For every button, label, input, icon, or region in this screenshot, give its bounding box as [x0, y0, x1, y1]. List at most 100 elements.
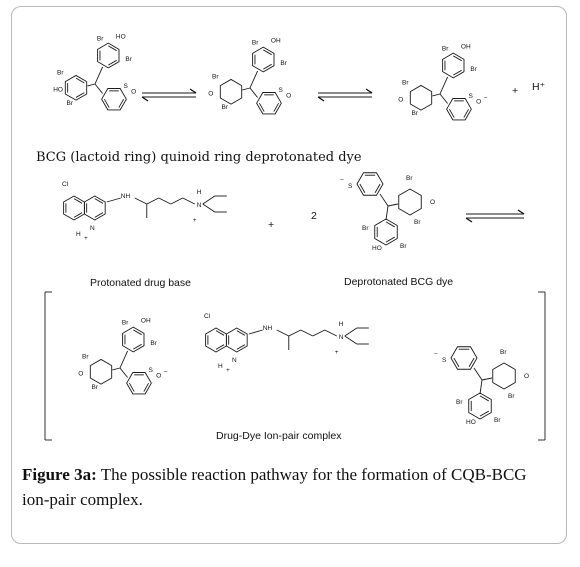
- atom-n: N: [197, 202, 202, 209]
- deprotonated-bcg-dye-ring-phenol-double-bond: [385, 236, 396, 243]
- atom-ho: HO: [53, 87, 63, 94]
- atom-s: S: [348, 183, 353, 190]
- complex-dye-left-ring-right-double-bond: [143, 382, 150, 392]
- dye-deprotonated-form-ring-top-double-bond: [453, 69, 462, 76]
- deprotonated-bcg-dye-ring-sulfonate: [356, 172, 384, 196]
- atom-s: S: [149, 367, 154, 374]
- dye-deprotonated-form-bond-c1: [439, 76, 449, 95]
- deprotonated-bcg-dye-bond-c1: [379, 193, 389, 207]
- dye-lactone-form-bond-c1: [94, 66, 104, 85]
- dye-deprotonated-form-ring-right-double-bond: [448, 108, 455, 118]
- complex-drug-bond-nh: [248, 329, 263, 335]
- atom-br: Br: [57, 70, 64, 77]
- protonated-drug-base-chain-1: [146, 197, 159, 205]
- protonated-drug-base-ring-benzo-double-bond: [73, 212, 83, 218]
- atom-br: Br: [67, 100, 74, 107]
- atom-br: Br: [494, 417, 501, 424]
- atom-minus: −: [164, 369, 168, 376]
- atom-ho: HO: [116, 33, 126, 40]
- atom-br: Br: [508, 393, 515, 400]
- atom-br: Br: [406, 175, 413, 182]
- atom-o: O: [524, 373, 529, 380]
- complex-dye-left-ring-right-double-bond: [128, 382, 135, 392]
- atom-o: O: [78, 371, 83, 378]
- equilibrium-arrow-2-reverse-head: [317, 96, 325, 102]
- atom-s: S: [442, 357, 447, 364]
- dye-quinoid-form-bond-c3: [249, 87, 258, 98]
- atom-plus: +: [84, 235, 88, 242]
- complex-drug-ring-pyridine-double-bond: [236, 330, 246, 336]
- atom-br: Br: [500, 349, 507, 356]
- atom-br: Br: [412, 110, 419, 117]
- atom-plus: +: [193, 217, 197, 224]
- atom-br: Br: [97, 35, 104, 42]
- complex-drug-chain-4: [324, 329, 337, 337]
- atom-oh: OH: [461, 43, 471, 50]
- protonated-drug-base-ring-pyridine-double-bond: [94, 212, 104, 218]
- atom-o: O: [430, 199, 435, 206]
- atom-br: Br: [470, 66, 477, 73]
- atom-o: O: [131, 89, 136, 96]
- complex-dye-left-ring-top-double-bond: [133, 329, 142, 336]
- dye-quinoid-form-ring-top-double-bond: [263, 63, 272, 70]
- dye-lactone-form-ring-right: [101, 88, 127, 111]
- complex-dye-right-ring-phenol-double-bond: [479, 395, 490, 402]
- complex-dye-right-ring-phenol: [468, 392, 492, 420]
- complex-drug-ring-benzo: [205, 327, 227, 353]
- complex-drug-chain-2: [300, 329, 313, 337]
- protonated-drug-base-chain-2: [158, 197, 171, 205]
- complex-dye-right-bond-c3: [479, 379, 483, 395]
- protonated-drug-base-chain-3: [170, 197, 183, 205]
- atom-minus: −: [340, 177, 344, 184]
- complex-drug-ring-benzo-double-bond: [215, 330, 225, 336]
- dye-quinoid-form-ring-top-double-bond: [263, 49, 272, 56]
- atom-br: Br: [402, 80, 409, 87]
- figure-label: Figure 3a:: [22, 465, 97, 484]
- complex-dye-right-ring-sulfonate-double-bond: [468, 357, 475, 368]
- equilibrium-arrow-2-forward-head: [365, 88, 373, 94]
- ion-pair-bracket: [44, 291, 546, 441]
- atom-br: Br: [212, 74, 219, 81]
- atom-h: H: [218, 363, 223, 370]
- deprotonated-bcg-dye-ring-sulfonate-double-bond: [374, 183, 381, 194]
- equilibrium-arrow-3: [465, 209, 525, 223]
- complex-dye-right-ring-quinone: [492, 362, 516, 390]
- atom-cl: Cl: [62, 181, 69, 188]
- dye-quinoid-form-bond-c2: [242, 87, 251, 91]
- deprotonated-bcg-dye-ring-sulfonate-double-bond: [359, 183, 366, 194]
- figure-caption: Figure 3a: The possible reaction pathway…: [22, 462, 550, 512]
- protonated-drug-base-ethyl2-a: [202, 203, 216, 213]
- protonated-drug-base-chain-0: [134, 197, 147, 205]
- equilibrium-arrow-1-reverse-head: [141, 96, 149, 102]
- complex-drug-chain-3: [312, 329, 325, 337]
- atom-minus: −: [434, 351, 438, 358]
- dye-deprotonated-form-ring-right-double-bond: [463, 108, 470, 118]
- proton: H⁺: [532, 81, 546, 93]
- dye-quinoid-form-ring-right-double-bond: [273, 102, 280, 112]
- protonated-drug-base-ring-benzo-double-bond: [73, 198, 83, 204]
- plus-sign-row2: +: [268, 219, 274, 231]
- atom-o: O: [156, 373, 161, 380]
- complex-dye-left-ring-left: [89, 358, 113, 385]
- atom-ho: HO: [372, 245, 382, 252]
- atom-n: N: [232, 357, 237, 364]
- row1-label: BCG (lactoid ring) quinoid ring deproton…: [36, 150, 362, 165]
- dye-deprotonated-form-ring-left: [409, 84, 433, 111]
- complex-dye-right-ring-phenol-double-bond: [479, 410, 490, 417]
- dye-lactone-form-bond-c3: [94, 83, 103, 94]
- dye-lactone-form-ring-top-double-bond: [108, 59, 117, 66]
- atom-oh: OH: [271, 37, 281, 44]
- complex-dye-left-ring-top: [122, 326, 145, 353]
- atom-h: H: [76, 231, 81, 238]
- equilibrium-arrow-3-forward-head: [517, 209, 525, 215]
- caption-text: The possible reaction pathway for the fo…: [22, 465, 527, 509]
- atom-o: O: [476, 99, 481, 106]
- equilibrium-arrow-3-reverse-head: [465, 217, 473, 223]
- complex-dye-right-bond-c1: [473, 367, 483, 381]
- complex-dye-left-bond-c3: [119, 367, 128, 378]
